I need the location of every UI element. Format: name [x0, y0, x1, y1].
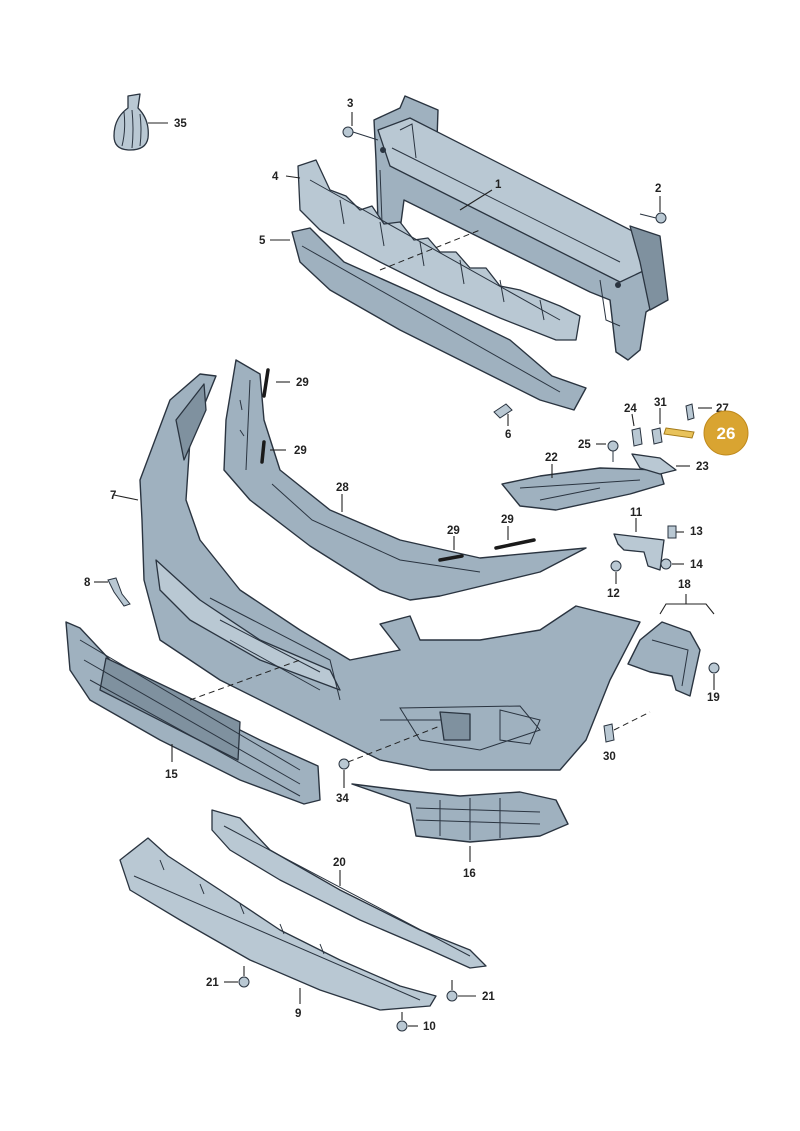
callout-29-a: 29 — [296, 377, 309, 389]
part-9-underbody-panel: 9 — [119, 837, 437, 1020]
part-18-bracket: 18 19 — [627, 579, 720, 704]
part-30-clip: 30 — [603, 711, 651, 763]
callout-10: 10 — [423, 1021, 436, 1033]
part-3-bolt: 3 — [342, 98, 379, 141]
callout-1: 1 — [495, 179, 502, 191]
callout-8: 8 — [84, 577, 91, 589]
callout-29-c: 29 — [447, 525, 460, 537]
part-2-bolt: 2 — [639, 183, 667, 224]
part-22-bracket: 22 — [501, 452, 665, 511]
callout-26-highlight: 26 — [717, 424, 736, 443]
callout-35: 35 — [174, 118, 187, 130]
callout-15: 15 — [165, 769, 178, 781]
callout-13: 13 — [690, 526, 703, 538]
callout-29-d: 29 — [501, 514, 514, 526]
callout-34: 34 — [336, 793, 349, 805]
part-8-bracket: 8 — [84, 577, 131, 607]
part-5-support-strip: 5 — [259, 227, 587, 411]
part-23-bracket: 23 — [631, 453, 709, 475]
callout-11: 11 — [630, 507, 643, 519]
callout-22: 22 — [545, 452, 558, 464]
callout-21-b: 21 — [482, 991, 495, 1003]
part-20-lower-spoiler: 20 — [211, 809, 487, 969]
callout-20: 20 — [333, 857, 346, 869]
callout-21-a: 21 — [206, 977, 219, 989]
callout-9: 9 — [295, 1008, 301, 1020]
callout-2: 2 — [655, 183, 661, 195]
callout-19: 19 — [707, 692, 720, 704]
callout-31: 31 — [654, 397, 667, 409]
part-29-strips: 29 29 29 29 — [260, 368, 536, 562]
callout-18: 18 — [678, 579, 691, 591]
callout-4: 4 — [272, 171, 279, 183]
part-6-clip: 6 — [493, 403, 513, 441]
callout-5: 5 — [259, 235, 266, 247]
highlight-badge — [703, 410, 749, 456]
part-10-screw: 10 — [396, 1012, 436, 1033]
callout-16: 16 — [463, 868, 476, 880]
callout-6: 6 — [505, 429, 511, 441]
callout-14: 14 — [690, 559, 703, 571]
callout-24: 24 — [624, 403, 637, 415]
callout-12: 12 — [607, 588, 620, 600]
part-4-energy-absorber: 4 — [272, 159, 581, 341]
part-7-bumper-cover: 7 — [110, 373, 641, 771]
callout-28: 28 — [336, 482, 349, 494]
callout-25: 25 — [578, 439, 591, 451]
part-28-upper-trim: 28 — [223, 359, 587, 601]
part-34-screw: 34 — [336, 725, 441, 805]
part-11-bracket-group: 11 12 13 14 — [607, 507, 703, 600]
callout-23: 23 — [696, 461, 709, 473]
part-15-lower-grille: 15 — [65, 621, 321, 805]
callout-3: 3 — [347, 98, 353, 110]
part-21-screws: 21 21 — [206, 966, 495, 1003]
callout-30: 30 — [603, 751, 616, 763]
part-16-fog-grille: 16 — [351, 783, 569, 880]
callout-29-b: 29 — [294, 445, 307, 457]
part-26-highlighted: 26 — [663, 410, 749, 456]
callout-7: 7 — [110, 490, 116, 502]
part-35-sleeve: 35 — [113, 93, 187, 151]
